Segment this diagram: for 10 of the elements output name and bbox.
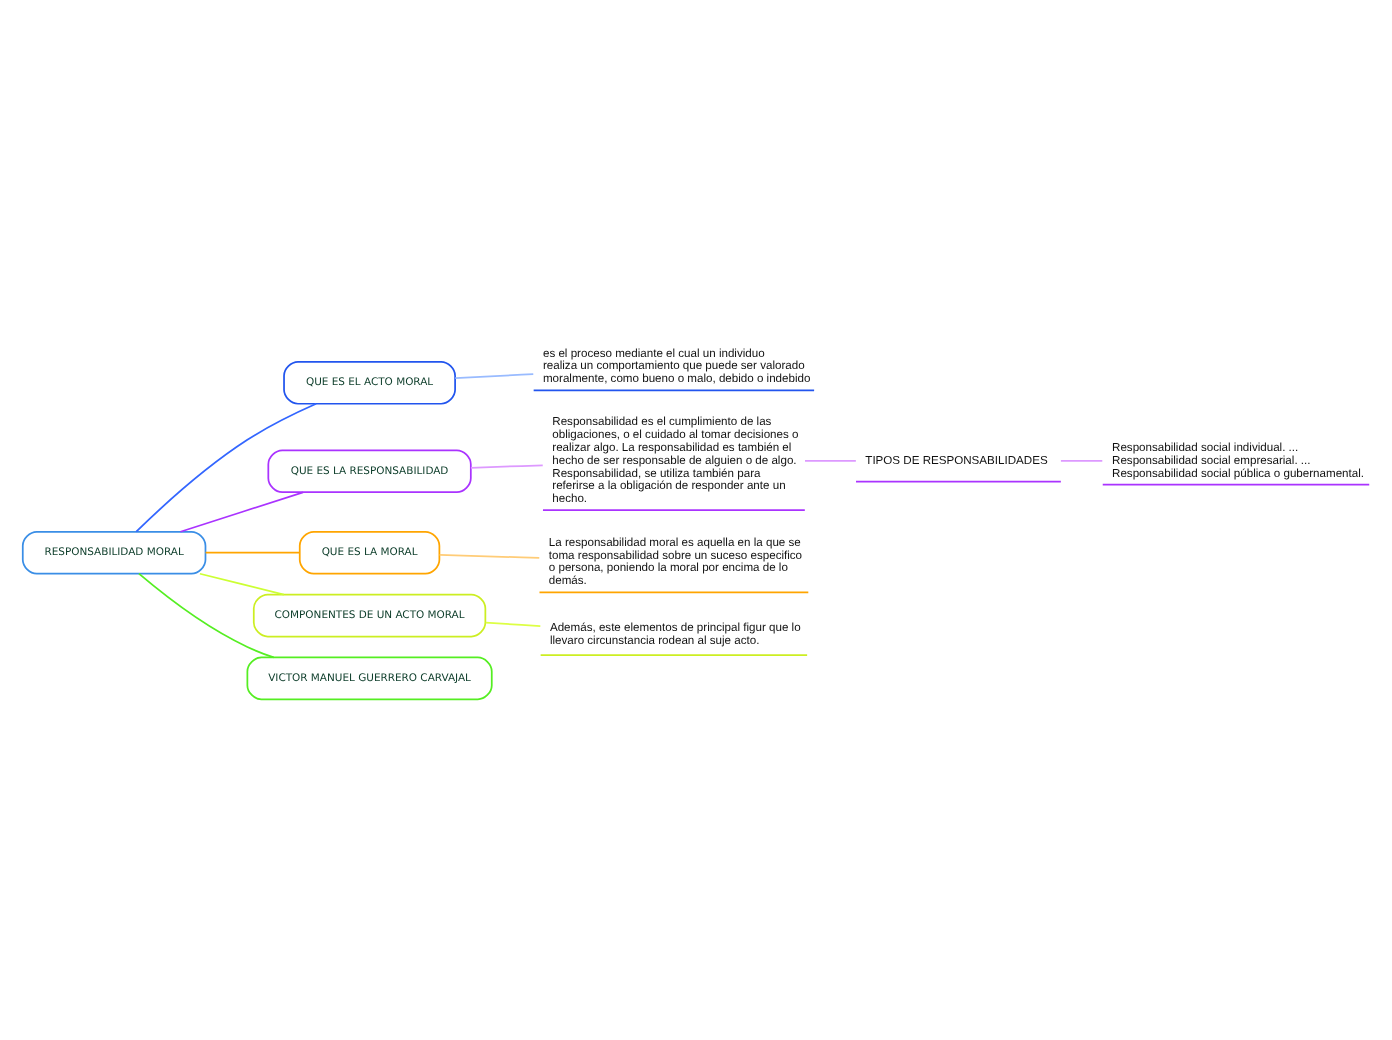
- connector: [804, 458, 857, 461]
- connector: [484, 620, 542, 626]
- connector: [454, 372, 535, 379]
- connector: [204, 550, 301, 553]
- connector: [1060, 458, 1104, 461]
- connector: [135, 401, 318, 532]
- connector: [199, 571, 285, 595]
- connector: [179, 490, 304, 532]
- connector: [470, 463, 544, 468]
- connector: [438, 552, 541, 558]
